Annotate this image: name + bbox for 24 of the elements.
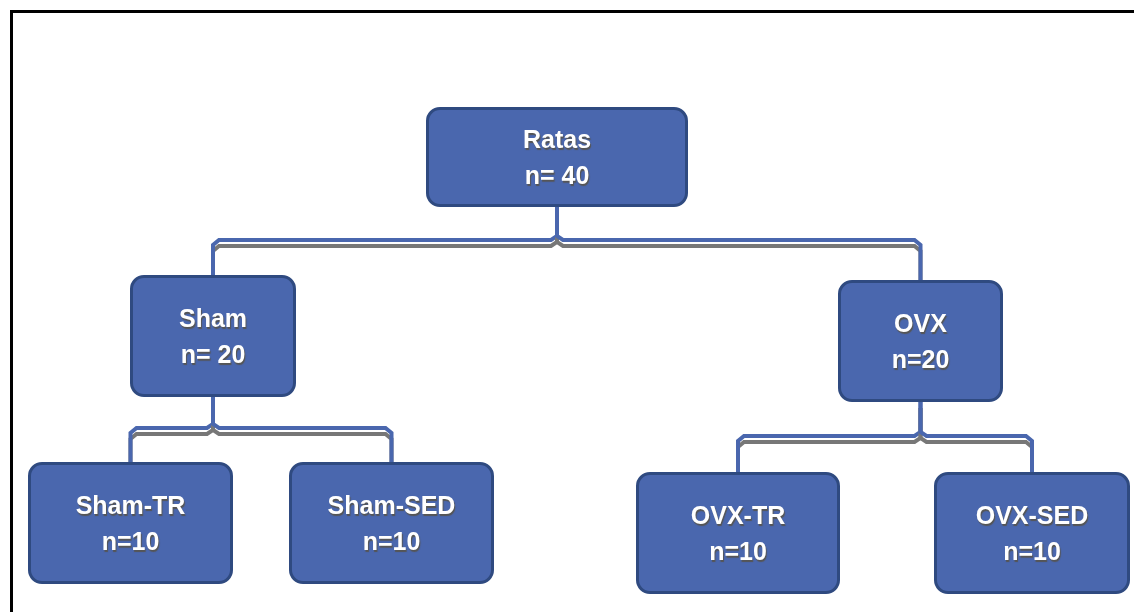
group-box: [289, 462, 494, 584]
sample-size: n=10: [362, 526, 421, 557]
group-box: [28, 462, 233, 584]
bracket-connector: [918, 402, 1034, 472]
group-name: Sham-SED: [327, 489, 456, 521]
bracket-connector: [555, 207, 923, 280]
group-name: Sham: [178, 302, 248, 334]
group-name: Sham-TR: [75, 489, 186, 521]
group-name: OVX: [894, 307, 947, 339]
sample-size: n=20: [891, 344, 950, 375]
sample-size: n=10: [101, 526, 160, 557]
sample-size: n= 20: [180, 339, 246, 370]
group-name: Ratas: [522, 123, 592, 155]
sample-size: n=10: [1003, 536, 1061, 567]
sample-size: n= 40: [524, 160, 590, 191]
group-box: [426, 107, 688, 207]
group-box: [838, 280, 1003, 402]
bracket-connector: [211, 397, 394, 462]
group-name: OVX-TR: [690, 499, 786, 531]
group-box: [130, 275, 296, 397]
group-box: [636, 472, 840, 594]
sample-size: n=10: [709, 536, 767, 567]
group-box: [934, 472, 1130, 594]
group-name: OVX-SED: [975, 499, 1089, 531]
